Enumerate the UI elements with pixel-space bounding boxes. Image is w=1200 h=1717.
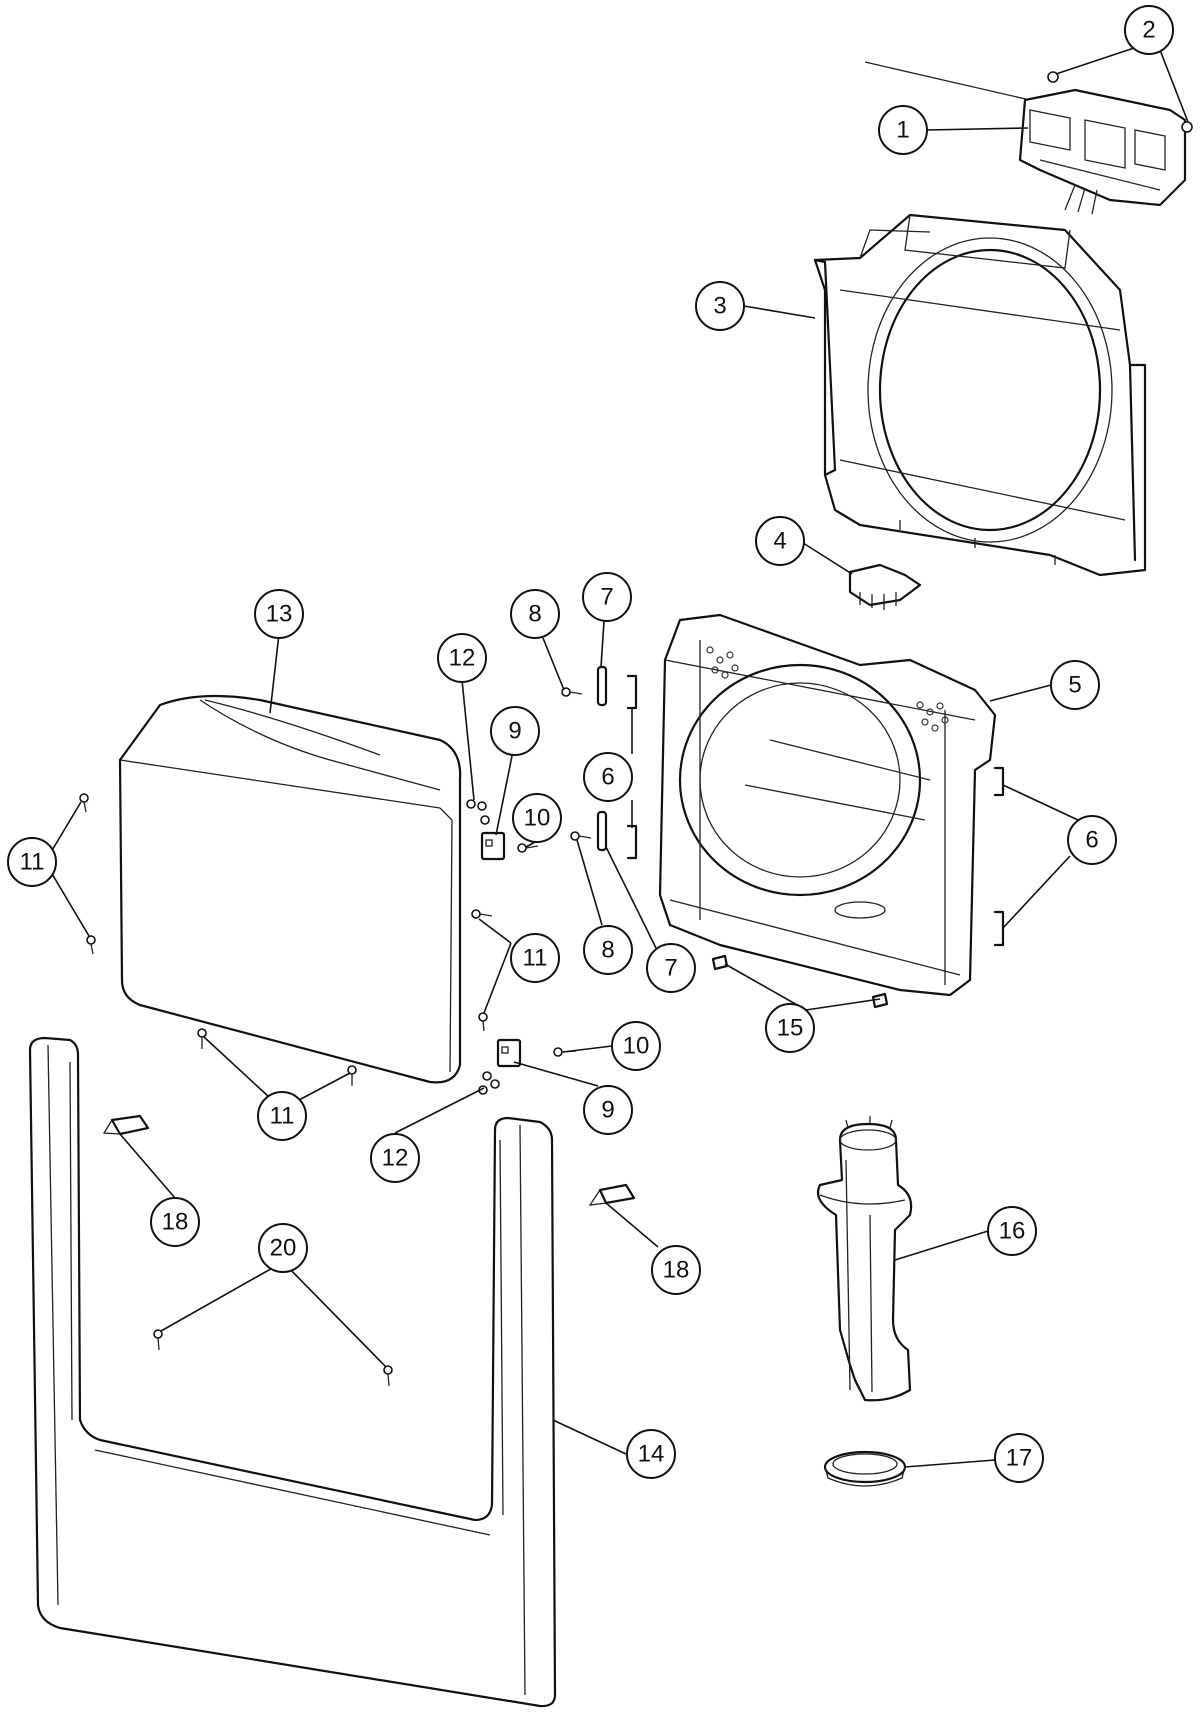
svg-text:16: 16 xyxy=(999,1218,1026,1245)
callout-1: 1 xyxy=(878,105,928,155)
svg-text:18: 18 xyxy=(663,1257,690,1284)
callout-8-bottom: 8 xyxy=(583,925,633,975)
svg-text:7: 7 xyxy=(600,584,613,611)
svg-text:14: 14 xyxy=(638,1441,665,1468)
svg-text:12: 12 xyxy=(449,645,476,672)
svg-text:4: 4 xyxy=(773,528,786,555)
callout-10-bottom: 10 xyxy=(611,1021,661,1071)
svg-text:17: 17 xyxy=(1006,1445,1033,1472)
callout-6-right: 6 xyxy=(1067,815,1117,865)
svg-text:6: 6 xyxy=(1085,827,1098,854)
part-13-door xyxy=(118,694,462,1084)
callout-10-top: 10 xyxy=(512,793,562,843)
svg-text:1: 1 xyxy=(896,117,909,144)
part-4-bracket xyxy=(848,563,922,610)
callout-7-top: 7 xyxy=(582,572,632,622)
callout-11-left: 11 xyxy=(7,837,57,887)
callout-18-right: 18 xyxy=(651,1245,701,1295)
part-2-screws xyxy=(1047,71,1193,133)
callout-20: 20 xyxy=(258,1223,308,1273)
part-16-duct xyxy=(816,1116,913,1402)
part-9-hinges xyxy=(480,831,522,1068)
callout-14: 14 xyxy=(626,1429,676,1479)
callout-11-bottom: 11 xyxy=(257,1091,307,1141)
callout-3: 3 xyxy=(695,281,745,331)
part-20-screws xyxy=(153,1329,393,1387)
callout-9-bottom: 9 xyxy=(583,1085,633,1135)
callout-2: 2 xyxy=(1124,5,1174,55)
svg-text:9: 9 xyxy=(601,1097,614,1124)
svg-text:12: 12 xyxy=(382,1145,409,1172)
svg-text:11: 11 xyxy=(270,1103,295,1130)
part-11-screws xyxy=(79,793,493,1086)
callout-5: 5 xyxy=(1050,660,1100,710)
svg-text:6: 6 xyxy=(601,764,614,791)
callout-12-top: 12 xyxy=(437,633,487,683)
part-7-hinge-pins xyxy=(596,665,608,852)
svg-text:18: 18 xyxy=(162,1209,189,1236)
callout-7-bottom: 7 xyxy=(646,943,696,993)
callout-18-left: 18 xyxy=(150,1197,200,1247)
svg-text:7: 7 xyxy=(664,955,677,982)
callout-8-top: 8 xyxy=(510,589,560,639)
part-3-bulkhead xyxy=(813,213,1147,577)
svg-text:13: 13 xyxy=(266,601,293,628)
svg-text:2: 2 xyxy=(1142,17,1155,44)
svg-text:11: 11 xyxy=(523,945,548,972)
callout-15: 15 xyxy=(765,1003,815,1053)
svg-text:8: 8 xyxy=(528,601,541,628)
callout-17: 17 xyxy=(994,1433,1044,1483)
svg-text:11: 11 xyxy=(20,849,45,876)
part-14-front-panel xyxy=(28,1036,557,1708)
part-5-front-bulkhead xyxy=(658,613,997,997)
svg-text:10: 10 xyxy=(623,1033,650,1060)
svg-text:3: 3 xyxy=(713,293,726,320)
part-1-control-module xyxy=(864,61,1187,215)
part-18-clips xyxy=(102,1114,636,1206)
svg-text:8: 8 xyxy=(601,937,614,964)
callout-12-bottom: 12 xyxy=(370,1133,420,1183)
svg-text:9: 9 xyxy=(508,718,521,745)
part-17-seal xyxy=(823,1450,907,1487)
callout-4: 4 xyxy=(755,516,805,566)
callout-11-right: 11 xyxy=(510,933,560,983)
callout-6-left: 6 xyxy=(583,752,633,802)
callout-16: 16 xyxy=(987,1206,1037,1256)
callout-13: 13 xyxy=(254,589,304,639)
callout-9-top: 9 xyxy=(490,706,540,756)
svg-text:10: 10 xyxy=(524,805,551,832)
part-12-screws xyxy=(466,799,500,1095)
svg-text:15: 15 xyxy=(777,1015,804,1042)
svg-text:5: 5 xyxy=(1068,672,1081,699)
svg-text:20: 20 xyxy=(270,1235,297,1262)
